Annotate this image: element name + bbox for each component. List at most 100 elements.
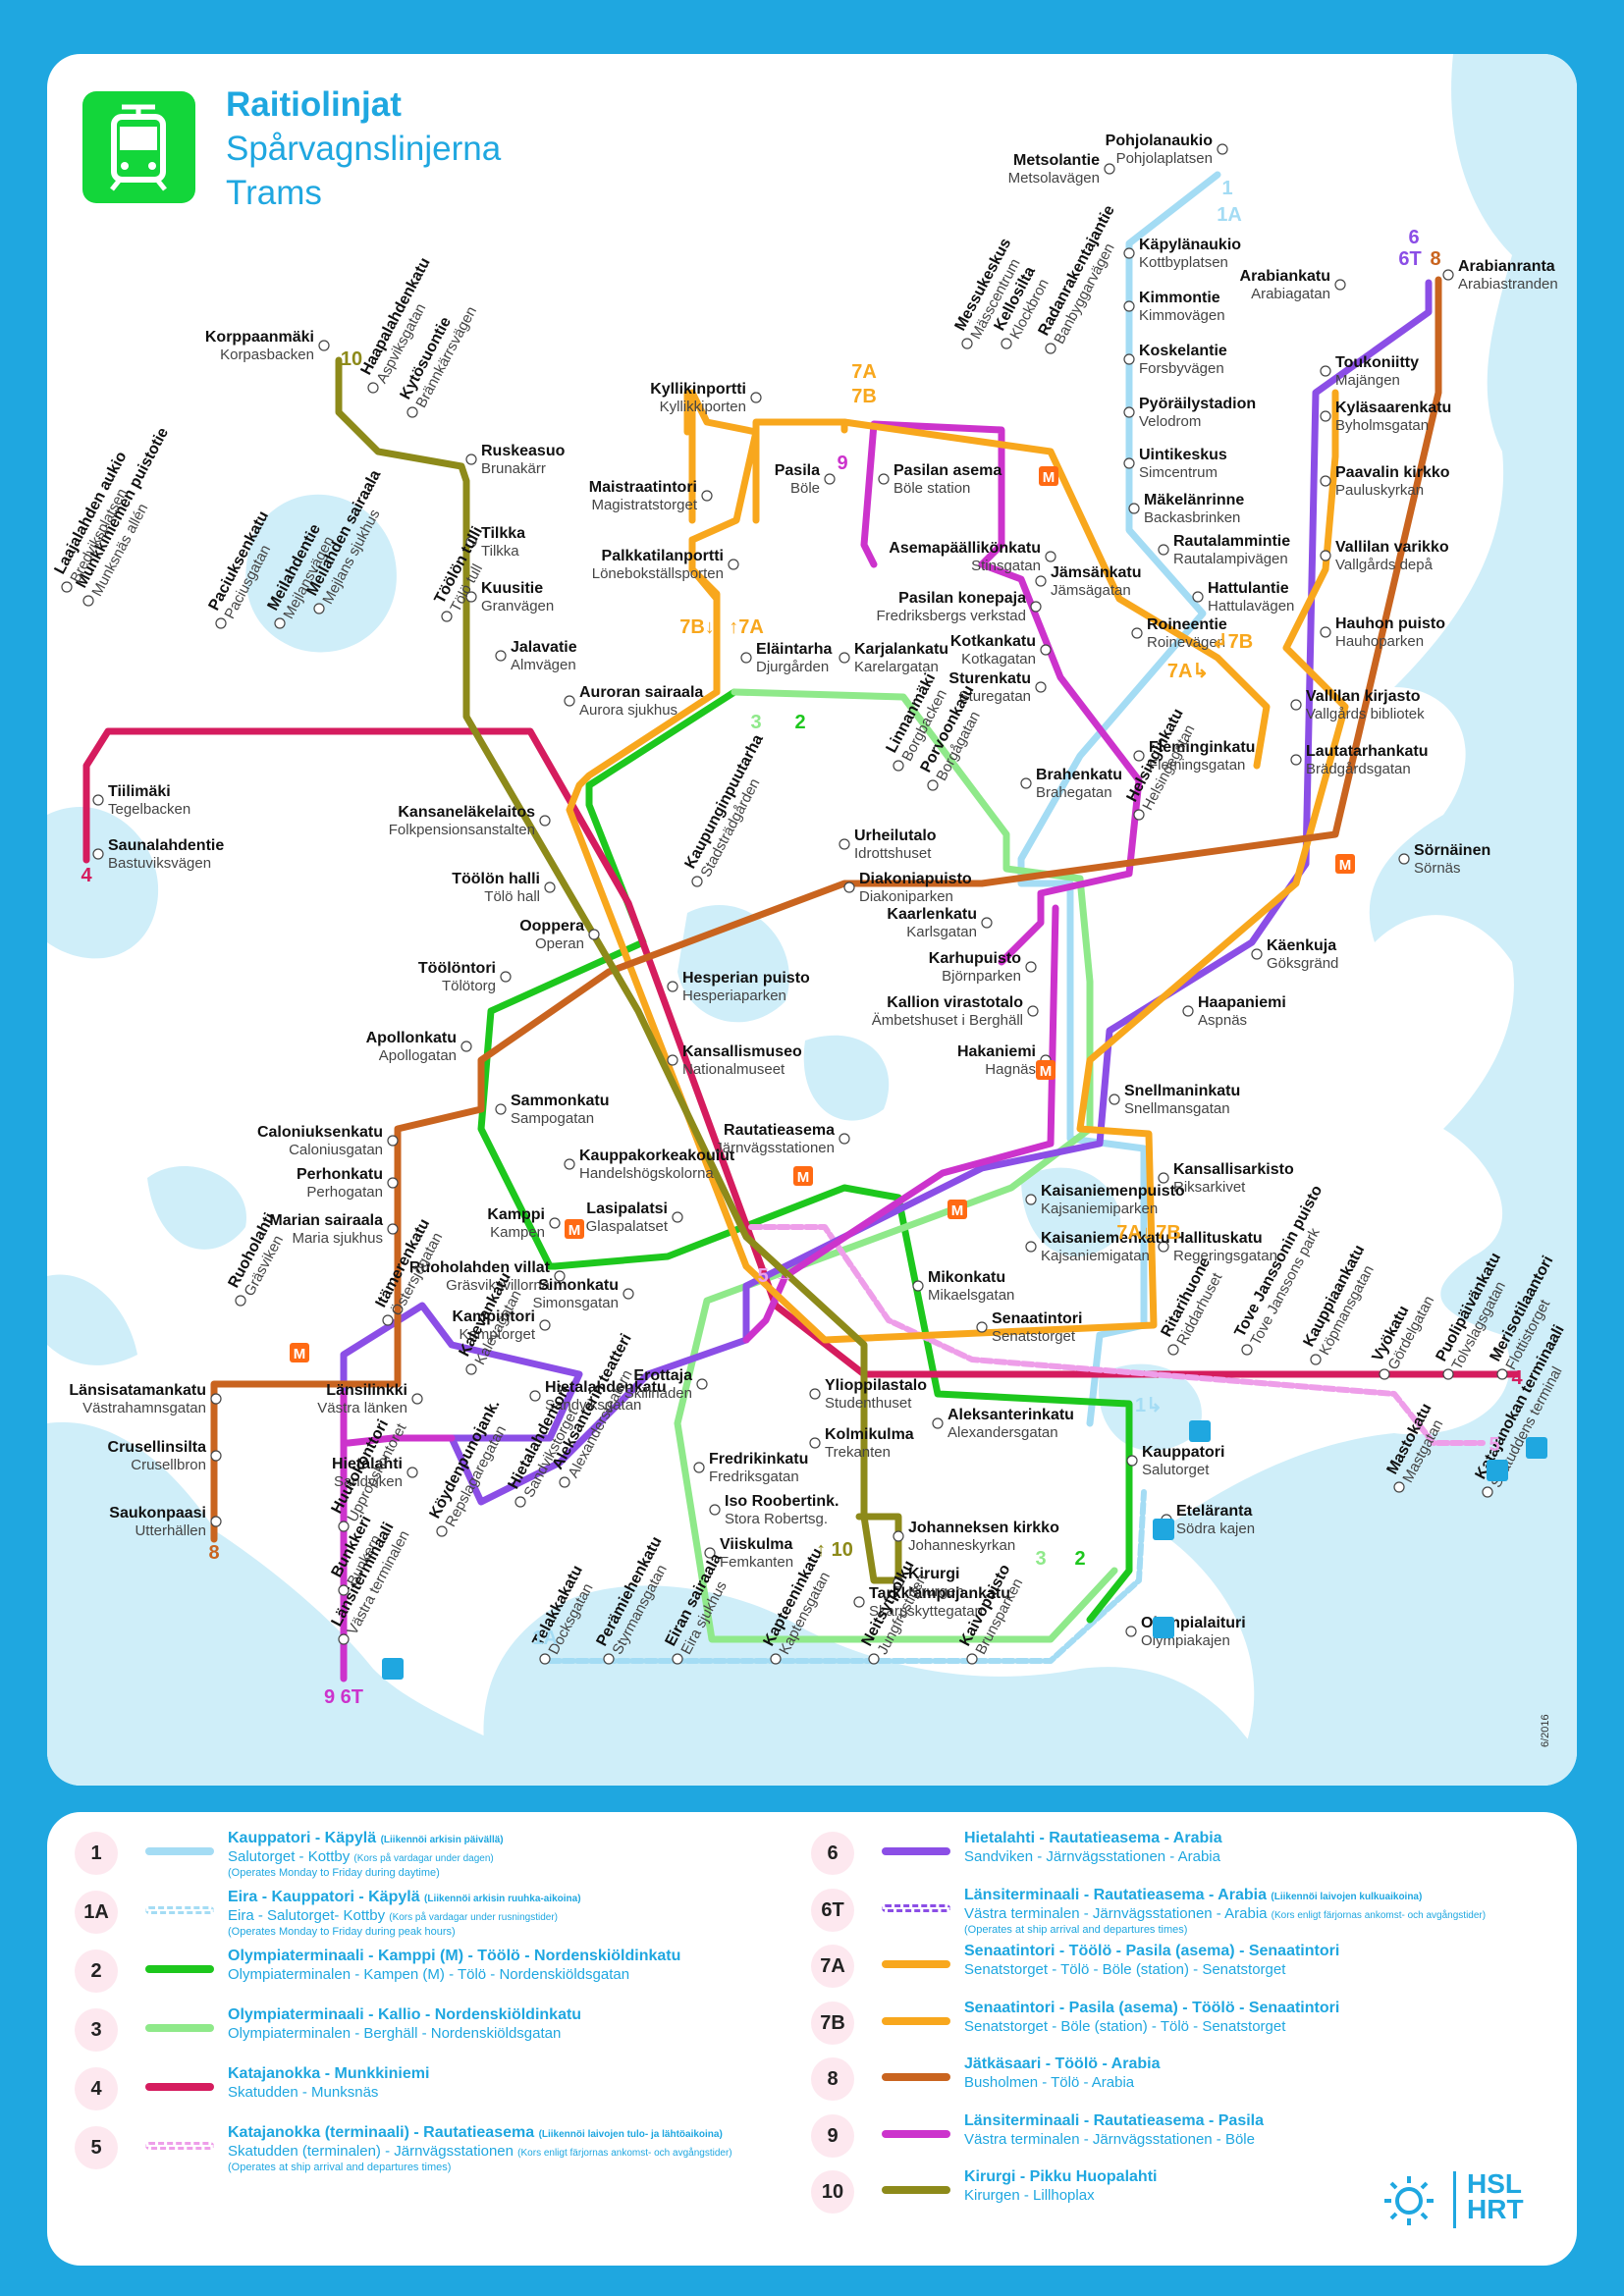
stop-name-sv: Ämbetshuset i Berghäll bbox=[872, 1012, 1023, 1029]
line-number-tag: 2 bbox=[1074, 1548, 1085, 1570]
stop-name-sv: Crusellbron bbox=[131, 1457, 206, 1473]
stop-name-sv: Tölötorg bbox=[442, 978, 496, 994]
stop-marker bbox=[839, 838, 850, 850]
line-number-tag: ↑7A bbox=[729, 616, 764, 638]
stop-name-sv: Forsbyvägen bbox=[1139, 360, 1224, 377]
stop-name-fi: Pasila bbox=[775, 462, 820, 479]
legend-line-number: 6T bbox=[811, 1888, 854, 1932]
logo-line2: HRT bbox=[1467, 2194, 1524, 2224]
title-sv: Spårvagnslinjerna bbox=[226, 130, 502, 168]
stop-name-fi: Kampintori bbox=[453, 1308, 535, 1325]
stop-name-sv: Vallgårds depå bbox=[1335, 557, 1434, 573]
legend-route-note: (Liikennöi laivojen kulkuaikoina) bbox=[1271, 1891, 1423, 1902]
ferry-icon bbox=[1153, 1617, 1174, 1638]
title-en: Trams bbox=[226, 174, 322, 212]
stop-name-fi: Kansaneläkelaitos bbox=[398, 804, 535, 821]
legend-route-note-en: (Operates Monday to Friday during daytim… bbox=[228, 1867, 440, 1879]
line-number-tag: 5 → bbox=[758, 1265, 794, 1287]
stop-marker bbox=[878, 473, 890, 485]
legend-line-number: 7A bbox=[811, 1945, 854, 1988]
legend-route-note-en: (Operates at ship arrival and departures… bbox=[964, 1923, 1188, 1936]
stop-marker bbox=[1109, 1094, 1120, 1105]
legend-line-swatch bbox=[882, 2073, 950, 2081]
stop-name-fi: Viiskulma bbox=[720, 1536, 793, 1553]
stop-marker bbox=[1217, 143, 1228, 155]
stop-marker bbox=[559, 1476, 570, 1488]
legend-route-sv: Senatstorget - Böle (station) - Tölö - S… bbox=[964, 2017, 1286, 2035]
stop-name-fi: Jalavatie bbox=[511, 639, 577, 656]
stop-name-fi: Käpylänaukio bbox=[1139, 237, 1241, 253]
line-number-tag: 5 bbox=[1489, 1434, 1499, 1456]
map-date: 6/2016 bbox=[1540, 1714, 1551, 1747]
line-number-tag: 3 bbox=[1035, 1548, 1046, 1570]
stop-name-fi: Mikonkatu bbox=[928, 1269, 1005, 1286]
stop-marker bbox=[465, 591, 477, 603]
stop-marker bbox=[667, 981, 678, 992]
legend-route-note: (Liikennöi laivojen tulo- ja lähtöaikoin… bbox=[538, 2129, 723, 2140]
line-number-tag: 7B bbox=[851, 386, 877, 407]
stop-name-fi: Kyllikinportti bbox=[650, 381, 746, 398]
line-number-tag: 3 bbox=[750, 712, 761, 733]
stop-marker bbox=[893, 1576, 904, 1588]
stop-marker bbox=[1035, 575, 1047, 587]
stop-marker bbox=[853, 1596, 865, 1608]
stop-name-sv: Sampogatan bbox=[511, 1110, 594, 1127]
stop-name-sv: Majängen bbox=[1335, 372, 1400, 389]
stop-marker bbox=[1398, 853, 1410, 865]
stop-marker bbox=[1030, 601, 1042, 613]
legend-line-swatch bbox=[882, 2186, 950, 2194]
legend-route-note-en: (Operates Monday to Friday during peak h… bbox=[228, 1926, 456, 1938]
legend-line-number: 10 bbox=[811, 2170, 854, 2214]
metro-icon bbox=[290, 1343, 309, 1362]
legend-line-number: 5 bbox=[75, 2126, 118, 2169]
stop-marker bbox=[843, 881, 855, 893]
stop-name-sv: Stinsgatan bbox=[971, 558, 1041, 574]
legend-route-note-sv: (Kors enligt färjornas ankomst- och avgå… bbox=[517, 2148, 732, 2159]
stop-name-fi: Mäkelänrinne bbox=[1144, 492, 1244, 508]
stop-name-fi: Palkkatilanportti bbox=[602, 548, 724, 564]
route-line-4 bbox=[82, 727, 1521, 1378]
stop-label: Köydenpunojank.Repslagaregatan bbox=[427, 1397, 511, 1529]
stop-marker bbox=[672, 1653, 683, 1665]
stop-name-sv: Aurora sjukhus bbox=[579, 702, 677, 719]
stop-name-sv: Gräsviksvillorna bbox=[446, 1277, 551, 1294]
stop-name-sv: Böle station bbox=[893, 480, 970, 497]
stop-marker bbox=[210, 1393, 222, 1405]
stop-name-fi: Ruoholahden villat bbox=[409, 1259, 551, 1276]
stop-marker bbox=[1167, 1344, 1179, 1356]
stop-marker bbox=[809, 1437, 821, 1449]
legend-route-note: (Liikennöi arkisin päivällä) bbox=[380, 1835, 504, 1845]
line-number-tag: 2 bbox=[794, 712, 805, 733]
stop-marker bbox=[564, 695, 575, 707]
stop-name-fi: Käenkuja bbox=[1267, 937, 1336, 954]
stop-marker bbox=[514, 1496, 526, 1508]
stop-marker bbox=[824, 473, 836, 485]
ferry-icon bbox=[1526, 1437, 1547, 1459]
stop-marker bbox=[966, 1653, 978, 1665]
legend-line-swatch bbox=[882, 1960, 950, 1968]
metro-icon-glyph: M bbox=[1339, 857, 1352, 874]
stop-marker bbox=[210, 1450, 222, 1462]
stop-name-sv: Simcentrum bbox=[1139, 464, 1218, 481]
line-number-tag: 8 bbox=[1430, 248, 1440, 270]
stop-name-fi: Pasilan konepaja bbox=[898, 590, 1026, 607]
